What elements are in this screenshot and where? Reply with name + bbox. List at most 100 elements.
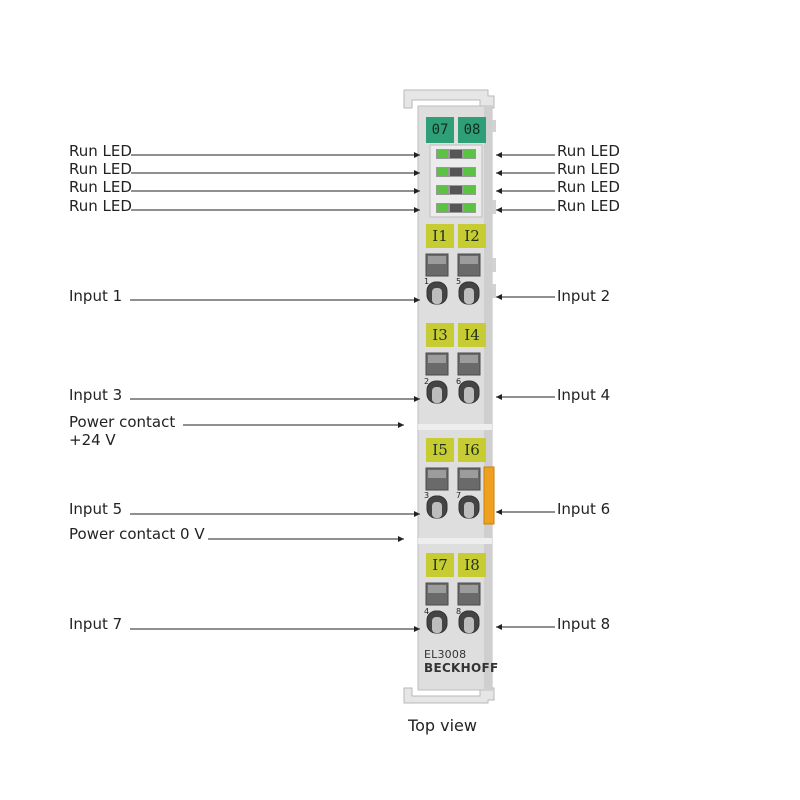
terminal-number: 3 [424, 491, 430, 500]
figure-caption: Top view [408, 716, 477, 735]
arrowhead [496, 152, 502, 158]
release-opening-highlight [428, 585, 446, 593]
run-led-icon [437, 150, 448, 158]
input-channel-label-bg [426, 224, 454, 248]
section-notch [418, 538, 492, 544]
top-clip [403, 89, 495, 109]
arrowhead [414, 297, 420, 303]
arrowhead [496, 294, 502, 300]
wire-entry-spring [432, 617, 442, 633]
terminal-number: 2 [424, 377, 430, 386]
release-opening-highlight [428, 470, 446, 478]
channel-label-i2: I2 [464, 227, 480, 245]
label-input-6: Input 6 [557, 500, 611, 518]
terminal-number: 5 [456, 277, 462, 286]
terminal-number: 7 [456, 491, 462, 500]
release-opening-highlight [460, 256, 478, 264]
arrowhead [496, 170, 502, 176]
arrowhead [496, 509, 502, 515]
led-array [436, 149, 476, 213]
wire-entry-spring [464, 617, 474, 633]
terminal-number: 1 [424, 277, 430, 286]
arrowhead [398, 536, 404, 542]
arrowhead [414, 396, 420, 402]
terminal-sections [425, 224, 486, 634]
led-separator [450, 168, 462, 176]
input-channel-label-bg [458, 224, 486, 248]
label-run-led-left-2: Run LED [69, 160, 132, 178]
arrowhead [496, 394, 502, 400]
label-input-3: Input 3 [69, 386, 123, 404]
power-contact-indicator [483, 466, 495, 525]
run-led-icon [464, 204, 475, 212]
label-power-contact-24v: Power contact +24 V [69, 413, 176, 449]
arrowhead [414, 207, 420, 213]
input-channel-label-bg [426, 553, 454, 577]
label-run-led-left-3: Run LED [69, 178, 132, 196]
arrowhead [496, 188, 502, 194]
run-led-icon [437, 204, 448, 212]
run-led-icon [464, 186, 475, 194]
led-separator [450, 204, 462, 212]
label-input-2: Input 2 [557, 287, 611, 305]
input-channel-label-bg [458, 438, 486, 462]
arrowhead [414, 170, 420, 176]
side-tab [492, 258, 496, 272]
input-channel-label-bg [458, 553, 486, 577]
channel-label-i3: I3 [432, 326, 448, 344]
arrowhead [398, 422, 404, 428]
side-tab [492, 284, 496, 298]
input-channel-label-bg [426, 323, 454, 347]
channel-07-label [426, 117, 454, 143]
arrowhead [496, 624, 502, 630]
channel-label-i1: I1 [432, 227, 448, 245]
wire-entry-spring [464, 288, 474, 304]
input-channel-label-bg [426, 438, 454, 462]
release-opening-highlight [460, 355, 478, 363]
release-opening-highlight [428, 355, 446, 363]
arrowhead [414, 511, 420, 517]
wire-entry-spring [464, 502, 474, 518]
release-opening-highlight [460, 470, 478, 478]
label-run-led-left-1: Run LED [69, 142, 132, 160]
section-notch [418, 424, 492, 430]
release-opening-highlight [460, 585, 478, 593]
label-run-led-right-1: Run LED [557, 142, 620, 160]
release-opening-highlight [428, 256, 446, 264]
channel-label-07: 07 [431, 122, 449, 138]
wire-entry-spring [432, 288, 442, 304]
label-input-8: Input 8 [557, 615, 611, 633]
wire-entry-spring [432, 502, 442, 518]
channel-label-i6: I6 [464, 441, 480, 459]
led-separator [450, 186, 462, 194]
channel-label-i4: I4 [464, 326, 480, 344]
channel-08-label [458, 117, 486, 143]
channel-label-08: 08 [463, 122, 481, 138]
label-run-led-left-4: Run LED [69, 197, 132, 215]
module-model: EL3008 [424, 648, 467, 661]
terminal-number: 8 [456, 607, 462, 616]
wire-entry-spring [432, 387, 442, 403]
arrowhead [414, 152, 420, 158]
run-led-icon [464, 150, 475, 158]
leader-lines [130, 152, 555, 632]
label-input-4: Input 4 [557, 386, 611, 404]
arrowhead [414, 188, 420, 194]
channel-label-i5: I5 [432, 441, 448, 459]
arrowhead [496, 207, 502, 213]
channel-label-i8: I8 [464, 556, 480, 574]
label-run-led-right-2: Run LED [557, 160, 620, 178]
label-input-7: Input 7 [69, 615, 123, 633]
input-channel-label-bg [458, 323, 486, 347]
wire-entry-spring [464, 387, 474, 403]
label-run-led-right-3: Run LED [557, 178, 620, 196]
channel-label-i7: I7 [432, 556, 448, 574]
label-input-1: Input 1 [69, 287, 123, 305]
label-input-5: Input 5 [69, 500, 123, 518]
label-run-led-right-4: Run LED [557, 197, 620, 215]
side-tab [492, 120, 496, 132]
run-led-icon [437, 168, 448, 176]
brand-logo-text: BECKHOFF [424, 661, 499, 675]
